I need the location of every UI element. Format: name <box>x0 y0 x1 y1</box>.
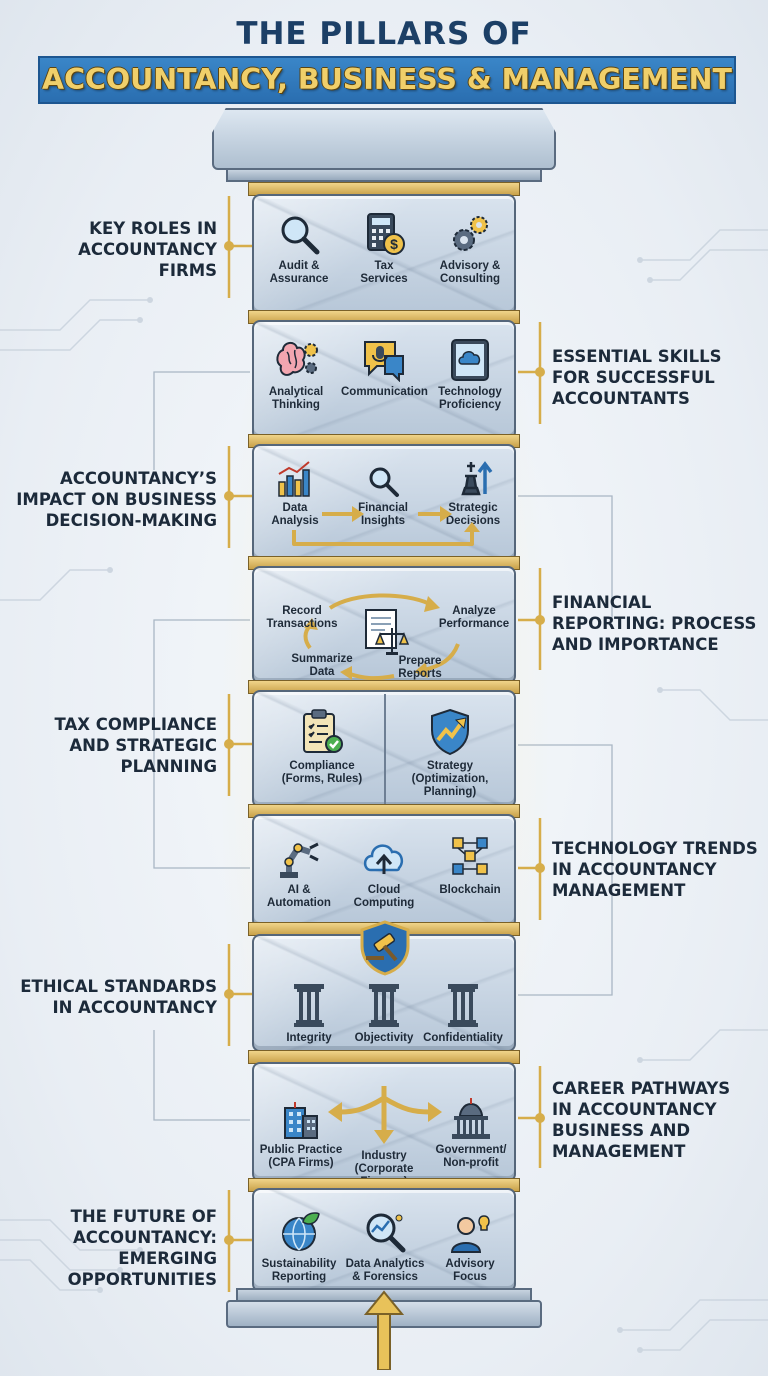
blockchain-icon <box>452 837 488 875</box>
label-analyze-performance: Analyze Performance <box>438 605 510 630</box>
item-tax-services: $ Tax Services <box>341 212 427 286</box>
item-blockchain: Blockchain <box>427 834 513 897</box>
tablet-cloud-icon <box>451 339 489 381</box>
section-label-key-roles: KEY ROLES IN ACCOUNTANCY FIRMS <box>78 219 217 280</box>
pillar-block-financial-reporting <box>252 566 516 684</box>
magnifier-chart-icon <box>366 1213 406 1253</box>
section-label-financial-reporting: FINANCIAL REPORTING: PROCESS AND IMPORTA… <box>552 593 757 654</box>
bar-chart-icon <box>278 461 310 497</box>
magnifier-icon <box>281 216 320 255</box>
item-compliance: Compliance (Forms, Rules) <box>272 708 372 786</box>
item-advisory-focus: Advisory Focus <box>427 1210 513 1284</box>
page-title-top: THE PILLARS OF <box>236 16 532 52</box>
section-label-ethics: ETHICAL STANDARDS IN ACCOUNTANCY <box>20 977 217 1017</box>
search-icon <box>369 467 399 497</box>
growth-arrow-icon <box>364 1290 404 1370</box>
item-confidentiality: Confidentiality <box>418 982 508 1045</box>
brain-gear-icon <box>276 342 318 376</box>
column-icon <box>448 984 478 1027</box>
svg-text:$: $ <box>390 236 398 252</box>
cloud-upload-icon <box>363 844 404 874</box>
pillar-capital-ledge <box>226 168 542 182</box>
office-building-icon <box>284 1102 318 1139</box>
chess-king-arrow-icon <box>461 461 493 496</box>
block-divider <box>384 694 386 804</box>
item-audit: Audit & Assurance <box>256 212 342 286</box>
item-sustainability: Sustainability Reporting <box>256 1210 342 1284</box>
item-technology-proficiency: Technology Proficiency <box>427 338 513 412</box>
section-label-skills: ESSENTIAL SKILLS FOR SUCCESSFUL ACCOUNTA… <box>552 347 722 408</box>
section-label-tax: TAX COMPLIANCE AND STRATEGIC PLANNING <box>54 715 217 776</box>
item-data-analytics: Data Analytics & Forensics <box>341 1210 429 1284</box>
item-financial-insights: Financial Insights <box>340 464 426 528</box>
item-communication: Communication <box>341 338 428 399</box>
government-building-icon <box>452 1098 490 1139</box>
column-icon <box>369 984 399 1027</box>
item-ai-automation: AI & Automation <box>256 834 342 910</box>
item-integrity: Integrity <box>266 982 352 1045</box>
item-advisory: Advisory & Consulting <box>427 212 513 286</box>
column-icon <box>294 984 324 1027</box>
impact-flow-arrows <box>292 506 480 546</box>
person-lightbulb-icon <box>450 1215 490 1253</box>
item-objectivity: Objectivity <box>341 982 427 1045</box>
label-summarize-data: Summarize Data <box>291 653 353 678</box>
section-label-career: CAREER PATHWAYS IN ACCOUNTANCY BUSINESS … <box>552 1079 731 1161</box>
section-label-technology: TECHNOLOGY TRENDS IN ACCOUNTANCY MANAGEM… <box>552 839 758 900</box>
item-public-practice: Public Practice (CPA Firms) <box>256 1098 346 1170</box>
career-branch-arrows <box>328 1086 442 1144</box>
item-cloud-computing: Cloud Computing <box>341 834 427 910</box>
item-strategy: Strategy (Optimization, Planning) <box>398 708 502 799</box>
shield-gavel-icon <box>360 920 410 976</box>
section-label-impact: ACCOUNTANCY’S IMPACT ON BUSINESS DECISIO… <box>16 469 217 530</box>
gears-icon <box>453 216 488 251</box>
item-strategic-decisions: Strategic Decisions <box>432 458 514 528</box>
document-scales-icon <box>365 609 410 655</box>
shield-trend-icon <box>431 708 469 756</box>
item-government: Government/ Non-profit <box>426 1098 516 1170</box>
item-analytical-thinking: Analytical Thinking <box>253 338 339 412</box>
microphone-chat-icon <box>364 341 404 382</box>
section-label-future: THE FUTURE OF ACCOUNTANCY: EMERGING OPPO… <box>67 1207 217 1289</box>
calculator-dollar-icon: $ <box>367 213 405 255</box>
reporting-cycle-arrows <box>303 593 460 681</box>
page-title-banner: ACCOUNTANCY, BUSINESS & MANAGEMENT <box>38 56 736 104</box>
globe-leaf-icon <box>282 1212 320 1251</box>
item-data-analysis: Data Analysis <box>256 460 334 528</box>
label-record-transactions: Record Transactions <box>266 605 338 630</box>
clipboard-check-icon <box>303 709 343 753</box>
robot-arm-icon <box>280 842 319 878</box>
label-prepare-reports: Prepare Reports <box>398 655 442 680</box>
